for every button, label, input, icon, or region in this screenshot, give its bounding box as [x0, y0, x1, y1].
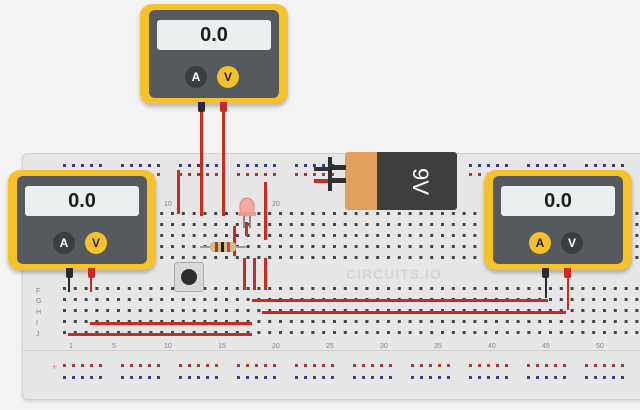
volt-mode-button[interactable]: V [561, 232, 583, 254]
volt-mode-button[interactable]: V [217, 66, 239, 88]
top-column-number-10: 10 [164, 201, 172, 208]
probe-red[interactable] [564, 268, 571, 278]
probe-black[interactable] [198, 102, 205, 112]
wire[interactable] [262, 311, 566, 314]
column-number-5: 5 [112, 343, 116, 350]
column-number-40: 40 [488, 343, 496, 350]
battery-9v[interactable]: 9V [345, 152, 457, 210]
wire[interactable] [177, 170, 180, 214]
multimeter-display: 0.0 [157, 20, 271, 50]
multimeter-display: 0.0 [25, 186, 139, 216]
wire[interactable] [264, 182, 267, 240]
multimeter-face: 0.0 A V [149, 10, 279, 98]
probe-lead [90, 278, 92, 292]
row-letter-f: F [36, 288, 41, 295]
row-letter-h: H [36, 309, 42, 316]
column-number-50: 50 [596, 343, 604, 350]
probe-lead [68, 278, 70, 292]
wire[interactable] [222, 108, 225, 216]
wire[interactable] [200, 108, 203, 216]
probe-black[interactable] [66, 268, 73, 278]
multimeter-top[interactable]: 0.0 A V [140, 4, 288, 112]
row-letter-g: G [36, 298, 42, 305]
wire[interactable] [90, 322, 252, 325]
probe-lead [567, 278, 569, 310]
wire[interactable] [253, 258, 256, 290]
led-icon[interactable] [238, 196, 258, 230]
rail-plus-symbol: + [52, 362, 58, 372]
multimeter-face: 0.0 A V [493, 176, 623, 264]
column-number-45: 45 [542, 343, 550, 350]
multimeter-left[interactable]: 0.0 A V [8, 170, 156, 278]
battery-cap [345, 152, 377, 210]
wire[interactable] [252, 299, 548, 302]
top-column-number-20: 20 [272, 201, 280, 208]
probe-red[interactable] [220, 102, 227, 112]
push-button-cap [181, 269, 197, 285]
column-number-1: 1 [69, 343, 73, 350]
push-button[interactable] [174, 262, 204, 292]
probe-red[interactable] [88, 268, 95, 278]
battery-terminals-icon [314, 157, 346, 191]
row-letter-i: I [36, 320, 38, 327]
column-number-30: 30 [380, 343, 388, 350]
battery-body: 9V [377, 152, 457, 210]
battery-label: 9V [408, 168, 433, 195]
column-number-15: 15 [218, 343, 226, 350]
volt-mode-button[interactable]: V [85, 232, 107, 254]
column-number-20: 20 [272, 343, 280, 350]
wire[interactable] [68, 333, 252, 336]
probe-lead [545, 278, 547, 298]
wire[interactable] [243, 258, 246, 290]
column-number-35: 35 [434, 343, 442, 350]
row-letter-j: J [36, 331, 40, 338]
watermark-label: CIRCUITS.IO [346, 266, 442, 282]
amp-mode-button[interactable]: A [53, 232, 75, 254]
multimeter-right[interactable]: 0.0 A V [484, 170, 632, 278]
wire[interactable] [233, 226, 236, 236]
wire[interactable] [245, 222, 248, 236]
multimeter-display: 0.0 [501, 186, 615, 216]
amp-mode-button[interactable]: A [529, 232, 551, 254]
wire[interactable] [264, 258, 267, 290]
column-number-10: 10 [164, 343, 172, 350]
multimeter-face: 0.0 A V [17, 176, 147, 264]
resistor-icon[interactable] [200, 240, 246, 254]
probe-black[interactable] [542, 268, 549, 278]
column-number-25: 25 [326, 343, 334, 350]
amp-mode-button[interactable]: A [185, 66, 207, 88]
